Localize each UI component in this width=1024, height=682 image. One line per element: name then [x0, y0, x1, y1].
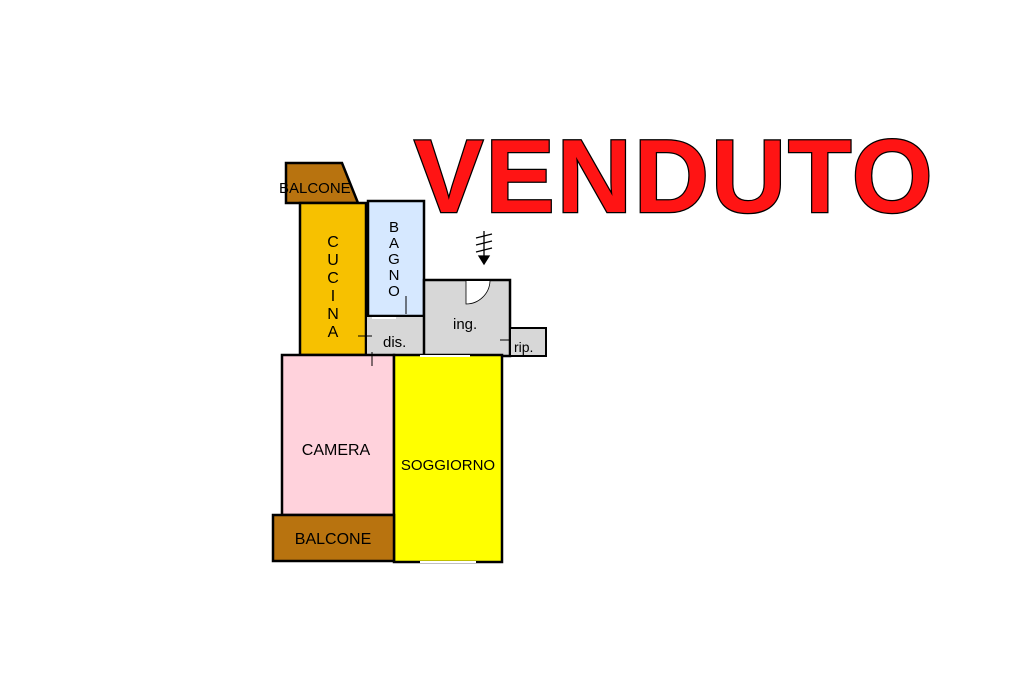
vertical-letter: I	[331, 288, 335, 305]
vertical-letter: A	[389, 235, 399, 252]
vertical-letter: N	[327, 306, 339, 323]
vertical-letter: C	[327, 234, 339, 251]
room-balcone-bottom: BALCONE	[271, 513, 396, 563]
room-camera: CAMERA	[280, 353, 396, 517]
vertical-letter: U	[327, 252, 339, 269]
room-label-soggiorno: SOGGIORNO	[401, 457, 495, 474]
vertical-letter: A	[328, 324, 339, 341]
room-ripostiglio: rip.	[509, 327, 547, 357]
vertical-letter: O	[388, 283, 400, 300]
vertical-letter: B	[389, 219, 399, 236]
room-label-disimpegno: dis.	[383, 334, 406, 351]
room-soggiorno: SOGGIORNO	[392, 353, 504, 564]
vertical-letter: C	[327, 270, 339, 287]
room-balcone-top: BALCONE	[279, 161, 360, 205]
vertical-letter: G	[388, 251, 400, 268]
room-label-ripostiglio: rip.	[514, 339, 533, 355]
room-label-balcone-bottom: BALCONE	[295, 531, 371, 548]
entrance-arrow-icon	[475, 231, 493, 266]
room-label-balcone-top: BALCONE	[279, 180, 351, 197]
sold-banner: VENDUTO	[414, 119, 935, 235]
room-label-ingresso: ing.	[453, 316, 477, 333]
vertical-letter: N	[389, 267, 400, 284]
room-label-camera: CAMERA	[302, 442, 371, 459]
room-disimpegno: dis.	[365, 315, 425, 357]
door-swings	[358, 280, 510, 563]
